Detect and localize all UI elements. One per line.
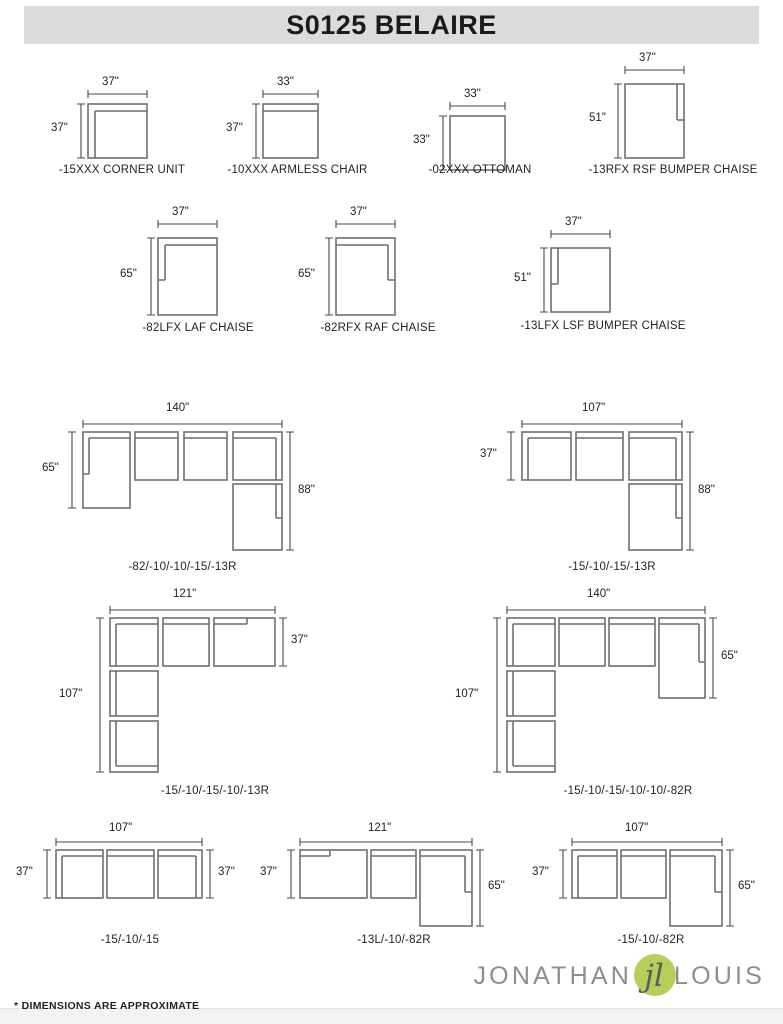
config-2-right-dim: 88" — [698, 484, 715, 496]
config-3-drawing — [96, 606, 287, 773]
config-3-left-dim: 107" — [59, 688, 83, 700]
config-2-label: -15/-10/-15/-13R — [568, 561, 656, 573]
piece-raf-chaise: 37" 65" -82RFX RAF CHAISE — [295, 206, 470, 342]
config-1-right-dim: 88" — [298, 484, 315, 496]
corner-unit-label: -15XXX CORNER UNIT — [58, 164, 186, 176]
config-1-top-dim: 140" — [166, 402, 190, 414]
config-6-top-dim: 121" — [368, 822, 392, 834]
page-title: S0125 BELAIRE — [286, 9, 497, 40]
dimensions-footnote: * DIMENSIONS ARE APPROXIMATE — [14, 1000, 200, 1012]
config-5-label: -15/-10/-15 — [100, 934, 160, 946]
config-15-10-15-10-10-82R: 140" 107" 65" -15/-10/-15/-10/-10/-82R — [455, 588, 775, 807]
config-4-drawing — [493, 606, 717, 773]
brand-logo: JONATHAN jl LOUIS — [473, 950, 765, 1002]
config-6-label: -13L/-10/-82R — [357, 934, 431, 946]
config-15-10-15-13R: 107" 37" 88" -15/-10/-15/-13R — [472, 398, 772, 583]
config-6-right-dim: 65" — [488, 880, 505, 892]
ottoman-label: -02XXX OTTOMAN — [428, 164, 532, 176]
config-1-left-dim: 65" — [42, 462, 59, 474]
config-13L-10-82R: 121" 37" 65" -13L/-10/-82R — [260, 822, 528, 956]
piece-corner-unit: 37" 37" -15XXX CORNER UNIT — [51, 76, 190, 183]
config-4-label: -15/-10/-15/-10/-10/-82R — [563, 785, 693, 797]
lsf-chaise-width-dim: 37" — [565, 216, 582, 228]
logo-word-louis: LOUIS — [673, 961, 765, 990]
config-7-drawing — [559, 838, 734, 927]
armless-chair-height-dim: 37" — [226, 122, 243, 134]
piece-armless-chair: 33" 37" -10XXX ARMLESS CHAIR — [225, 76, 370, 183]
armless-chair-label: -10XXX ARMLESS CHAIR — [227, 164, 368, 176]
lsf-chaise-label: -13LFX LSF BUMPER CHAISE — [520, 320, 686, 332]
logo-circle-icon — [633, 954, 676, 996]
config-7-label: -15/-10/-82R — [617, 934, 685, 946]
config-7-left-dim: 37" — [532, 866, 549, 878]
config-82-10-10-15-13R: 140" 65" 88" -82/-10/-10/-15/-13R — [40, 398, 370, 583]
piece-laf-chaise: 37" 65" -82LFX LAF CHAISE — [118, 206, 288, 342]
lsf-chaise-height-dim: 51" — [514, 272, 531, 284]
laf-chaise-width-dim: 37" — [172, 206, 189, 218]
ottoman-drawing — [439, 102, 506, 171]
config-2-top-dim: 107" — [582, 402, 606, 414]
config-15-10-15-10-13R: 121" 107" 37" -15/-10/-15/-10/-13R — [59, 588, 375, 807]
raf-chaise-label: -82RFX RAF CHAISE — [320, 322, 436, 334]
rsf-bumper-chaise-drawing — [614, 66, 685, 159]
config-1-drawing — [68, 420, 294, 551]
config-6-left-dim: 37" — [260, 866, 277, 878]
config-4-right-dim: 65" — [721, 650, 738, 662]
page-title-band: S0125 BELAIRE — [24, 6, 759, 44]
ottoman-width-dim: 33" — [464, 88, 481, 100]
config-3-right-dim: 37" — [291, 634, 308, 646]
config-3-label: -15/-10/-15/-10/-13R — [160, 785, 270, 797]
ottoman-height-dim: 33" — [413, 134, 430, 146]
armless-chair-drawing — [252, 90, 319, 159]
laf-chaise-drawing — [147, 220, 218, 316]
config-5-left-dim: 37" — [16, 866, 33, 878]
config-15-10-15: 107" 37" 37" -15/-10/-15 — [12, 822, 262, 956]
rsf-chaise-label: -13RFX RSF BUMPER CHAISE — [588, 164, 758, 176]
footer-rule — [0, 1008, 783, 1024]
config-4-top-dim: 140" — [587, 588, 611, 600]
raf-chaise-height-dim: 65" — [298, 268, 315, 280]
piece-lsf-bumper-chaise: 37" 51" -13LFX LSF BUMPER CHAISE — [505, 212, 700, 342]
config-6-drawing — [287, 838, 484, 927]
piece-rsf-bumper-chaise: 37" 51" -13RFX RSF BUMPER CHAISE — [588, 52, 770, 183]
config-2-drawing — [507, 420, 694, 551]
config-1-label: -82/-10/-10/-15/-13R — [128, 561, 237, 573]
logo-monogram-text: jl — [644, 958, 664, 994]
config-5-right-dim: 37" — [218, 866, 235, 878]
raf-chaise-width-dim: 37" — [350, 206, 367, 218]
corner-unit-height-dim: 37" — [51, 122, 68, 134]
config-2-left-dim: 37" — [480, 448, 497, 460]
piece-ottoman: 33" 33" -02XXX OTTOMAN — [410, 78, 550, 183]
config-5-drawing — [43, 838, 214, 899]
laf-chaise-height-dim: 65" — [120, 268, 137, 280]
armless-chair-width-dim: 33" — [277, 76, 294, 88]
logo-monogram-mark: jl — [628, 950, 680, 1002]
rsf-chaise-width-dim: 37" — [639, 52, 656, 64]
config-15-10-82R: 107" 37" 65" -15/-10/-82R — [522, 822, 777, 956]
config-5-top-dim: 107" — [109, 822, 133, 834]
config-3-top-dim: 121" — [173, 588, 197, 600]
corner-unit-drawing — [77, 90, 148, 159]
laf-chaise-label: -82LFX LAF CHAISE — [142, 322, 254, 334]
rsf-chaise-height-dim: 51" — [589, 112, 606, 124]
logo-word-jonathan: JONATHAN — [473, 961, 632, 990]
lsf-bumper-chaise-drawing — [540, 230, 611, 313]
config-7-top-dim: 107" — [625, 822, 649, 834]
corner-unit-width-dim: 37" — [102, 76, 119, 88]
raf-chaise-drawing — [325, 220, 396, 316]
config-7-right-dim: 65" — [738, 880, 755, 892]
config-4-left-dim: 107" — [455, 688, 479, 700]
